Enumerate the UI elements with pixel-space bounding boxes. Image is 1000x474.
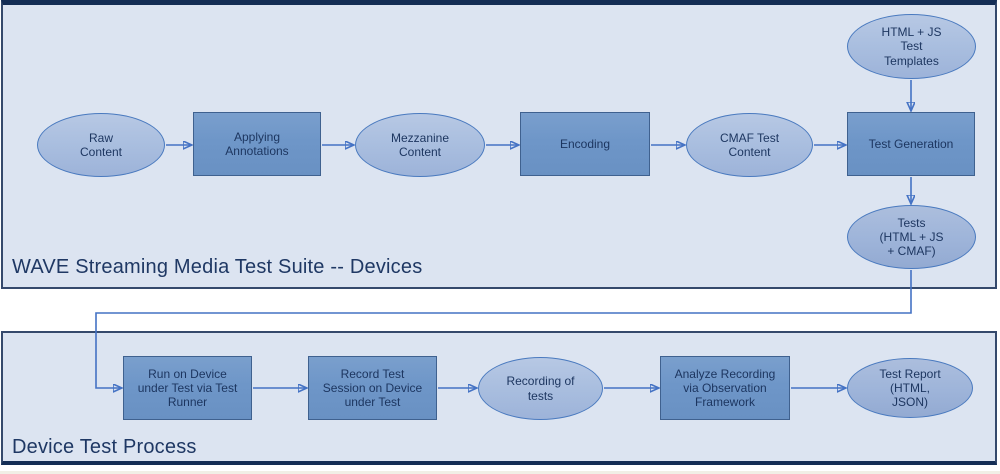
bottom-edge-strip — [0, 471, 1000, 474]
node-encoding: Encoding — [520, 112, 650, 176]
section-label-device-test-process: Device Test Process — [12, 436, 197, 458]
node-tests-output: Tests (HTML + JS + CMAF) — [847, 205, 976, 269]
node-run-on-device: Run on Device under Test via Test Runner — [123, 356, 252, 420]
node-applying-annotations: Applying Annotations — [193, 112, 321, 176]
node-recording-of-tests: Recording of tests — [478, 357, 603, 420]
node-cmaf-test-content: CMAF Test Content — [686, 113, 813, 177]
node-html-js-test-templates: HTML + JS Test Templates — [847, 14, 976, 79]
node-test-generation: Test Generation — [847, 112, 975, 176]
node-raw-content: Raw Content — [37, 113, 165, 177]
node-analyze-recording: Analyze Recording via Observation Framew… — [660, 356, 790, 420]
node-record-test-session: Record Test Session on Device under Test — [308, 356, 437, 420]
node-mezzanine-content: Mezzanine Content — [355, 113, 485, 177]
section-label-wave-test-suite: WAVE Streaming Media Test Suite -- Devic… — [12, 256, 423, 278]
node-test-report: Test Report (HTML, JSON) — [847, 358, 973, 418]
